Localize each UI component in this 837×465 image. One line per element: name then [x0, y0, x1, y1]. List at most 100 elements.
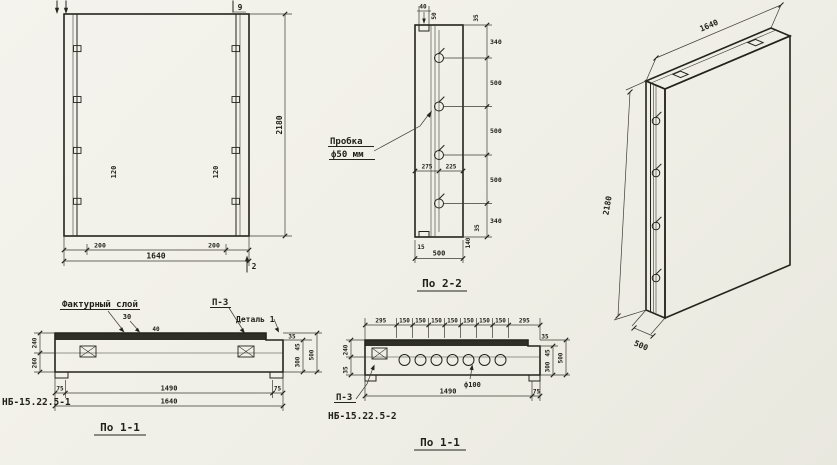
elevation-rib-left-dim: 120 [110, 166, 118, 179]
right-300-dim: 300 [295, 356, 302, 367]
chain-dim: 150 [463, 318, 474, 325]
leader-arrow-icon [370, 364, 375, 371]
lifting-hole [746, 38, 765, 47]
section-1-1-b-view: 295 150 150 150 150 150 150 150 295 ф100… [328, 318, 570, 451]
void-hole [430, 354, 443, 366]
plug-callout-line2: ф50 мм [331, 150, 364, 160]
panel-outline [63, 13, 250, 237]
facing-layer-band [365, 340, 528, 346]
right-45-dim: 45 [545, 349, 552, 357]
iso-width-dim-lines [645, 2, 784, 82]
iso-side-face [645, 79, 666, 320]
lifting-hole [671, 70, 690, 79]
corner-mark-bottom-right [244, 255, 250, 273]
iso-height-dim: 2180 [601, 195, 613, 216]
plug-callout-leader [328, 110, 432, 161]
down-arrow-icon [63, 7, 69, 14]
bottom-1640: 1640 [161, 398, 178, 406]
round-voids [398, 354, 507, 366]
elevation-edge-right-dim: 200 [208, 242, 220, 250]
elevation-height-dim-lines [249, 11, 292, 239]
corner-mark-top-right [232, 0, 246, 13]
chain-dim: 295 [375, 318, 386, 325]
p3-leader [228, 307, 245, 334]
leader-arrow-icon [469, 364, 474, 371]
section22-right-chain-lines [444, 22, 492, 240]
bottom-width-dim: 500 [433, 250, 446, 258]
bottom-75-right: 75 [274, 386, 282, 393]
iso-height-dim-lines [613, 80, 647, 321]
anchor-marks [73, 45, 240, 205]
p3-label: П-3 [212, 298, 228, 308]
chain-dim: 340 [490, 38, 502, 46]
s11b-left-dim-lines [346, 337, 365, 378]
section-1-1-a-view: Фактурный слой П-3 Деталь 1 30 40 [2, 298, 322, 436]
s11a-bottom-dim-lines [52, 378, 286, 411]
loop-pocket-right [237, 345, 255, 358]
inner-left-dim: 275 [422, 164, 433, 171]
chain-dim: 150 [447, 318, 458, 325]
void-hole [414, 354, 427, 366]
elevation-edge-left-dim: 200 [94, 242, 106, 250]
bottom-right-dim-a: 140 [465, 237, 472, 248]
section-outline [414, 24, 464, 238]
left-bottom-dim: 260 [32, 357, 39, 368]
inner-right-dim: 225 [446, 164, 457, 171]
p3-label: П-3 [336, 393, 352, 403]
corner-mark-top-right-label: 9 [238, 3, 243, 12]
dim-40: 40 [152, 326, 160, 333]
bottom-1490: 1490 [161, 385, 178, 393]
iso-big-face [664, 34, 791, 320]
corner-mark-bottom-right-label: 2 [252, 262, 257, 271]
void-hole [478, 354, 491, 366]
iso-top-face [643, 27, 793, 90]
right-300-dim: 300 [545, 361, 552, 372]
iso-depth-dim-lines [631, 309, 666, 339]
chain-dim: 150 [495, 318, 506, 325]
elevation-bottom-dims [61, 236, 252, 266]
elevation-view: 120 120 200 200 1640 2180 [54, 0, 292, 273]
elevation-width-dim: 1640 [146, 252, 165, 261]
bottom-left-dim: 15 [417, 244, 425, 251]
chain-dim: 150 [431, 318, 442, 325]
panel-mark-2: НБ-15.22.5-2 [328, 411, 397, 422]
detail-1-label: Деталь 1 [236, 315, 275, 324]
left-35-dim: 35 [343, 366, 350, 374]
s11b-bottom-dim-lines [362, 381, 543, 401]
leader-arrow-icon [134, 327, 140, 333]
section22-caption: По 2-2 [422, 277, 462, 290]
groove-offset-dim: 35 [473, 14, 480, 22]
right-foot [269, 371, 284, 379]
loop-pocket-left [371, 347, 388, 360]
facing-layer-band [55, 333, 266, 340]
section22-inner-dim-lines [412, 168, 466, 174]
iso-width-dim: 1640 [698, 18, 719, 34]
void-hole [398, 354, 411, 366]
section22-top-dims [417, 6, 431, 25]
iso-top-holes [671, 38, 765, 79]
left-foot [54, 371, 69, 379]
s11b-right-dim-lines [540, 337, 570, 378]
hole-dia-leader [469, 364, 474, 380]
chain-dim: 150 [415, 318, 426, 325]
chain-dim: 295 [519, 318, 530, 325]
right-foot [528, 374, 541, 382]
leader-arrow-icon [426, 110, 432, 118]
right-35-dim: 35 [288, 334, 296, 341]
down-arrow-icon [54, 7, 60, 14]
bottom-75-left: 75 [56, 386, 64, 393]
facing-layer-leader [107, 310, 125, 333]
chain-dim: 150 [399, 318, 410, 325]
void-hole [462, 354, 475, 366]
left-foot [364, 374, 377, 382]
left-240-dim: 240 [343, 344, 350, 355]
section11a-caption: По 1-1 [100, 421, 140, 434]
facing-thickness-leader [129, 320, 140, 333]
section11b-caption: По 1-1 [420, 436, 460, 449]
s11b-top-dim-lines [362, 318, 543, 340]
right-35-dim: 35 [541, 334, 549, 341]
void-hole [494, 354, 507, 366]
s11a-right-dim-lines [283, 330, 322, 375]
elevation-rib-right-dim: 120 [212, 166, 220, 179]
